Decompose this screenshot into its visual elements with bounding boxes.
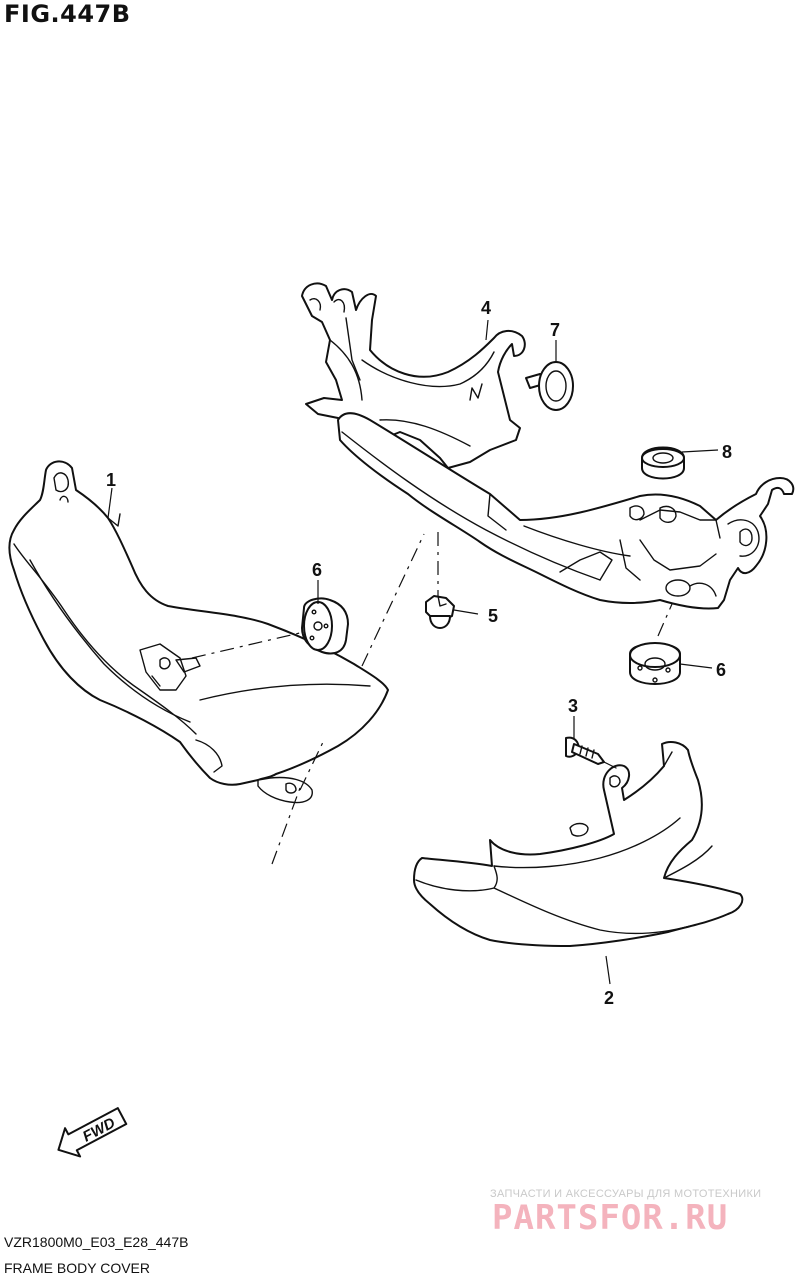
callout-7: 7 [550, 320, 560, 340]
part-3-screw [565, 736, 605, 765]
fwd-arrow-icon: FWD [57, 1107, 128, 1158]
callout-1: 1 [106, 470, 116, 490]
diagram-caption: FRAME BODY COVER [4, 1260, 150, 1276]
part-4-lower-shell [337, 412, 795, 610]
part-2-lower-cover [413, 741, 744, 947]
part-6-grommet-left [301, 597, 349, 655]
callout-8: 8 [722, 442, 732, 462]
diagram-code: VZR1800M0_E03_E28_447B [4, 1234, 189, 1250]
callout-3: 3 [568, 696, 578, 716]
watermark-logo: PARTSFOR.RU [492, 1198, 729, 1238]
part-5-clip [425, 595, 455, 629]
watermark-tagline: ЗАПЧАСТИ И АКСЕССУАРЫ ДЛЯ МОТОТЕХНИКИ [490, 1188, 762, 1200]
callout-5: 5 [488, 606, 498, 626]
callout-4: 4 [481, 298, 491, 318]
callout-2: 2 [604, 988, 614, 1008]
callout-labels: 1 4 7 8 6 5 6 3 2 [106, 298, 732, 1008]
assembly-lines [191, 532, 673, 865]
leader-lines [107, 319, 719, 985]
callout-6-left: 6 [312, 560, 322, 580]
figure-title: FIG.447B [4, 0, 131, 28]
part-1-left-cover [8, 460, 389, 804]
part-7-rivet [525, 361, 574, 411]
callout-6-right: 6 [716, 660, 726, 680]
part-6-grommet-right [629, 642, 681, 685]
part-4-upper-cover [301, 282, 526, 469]
part-8-grommet [641, 446, 685, 480]
